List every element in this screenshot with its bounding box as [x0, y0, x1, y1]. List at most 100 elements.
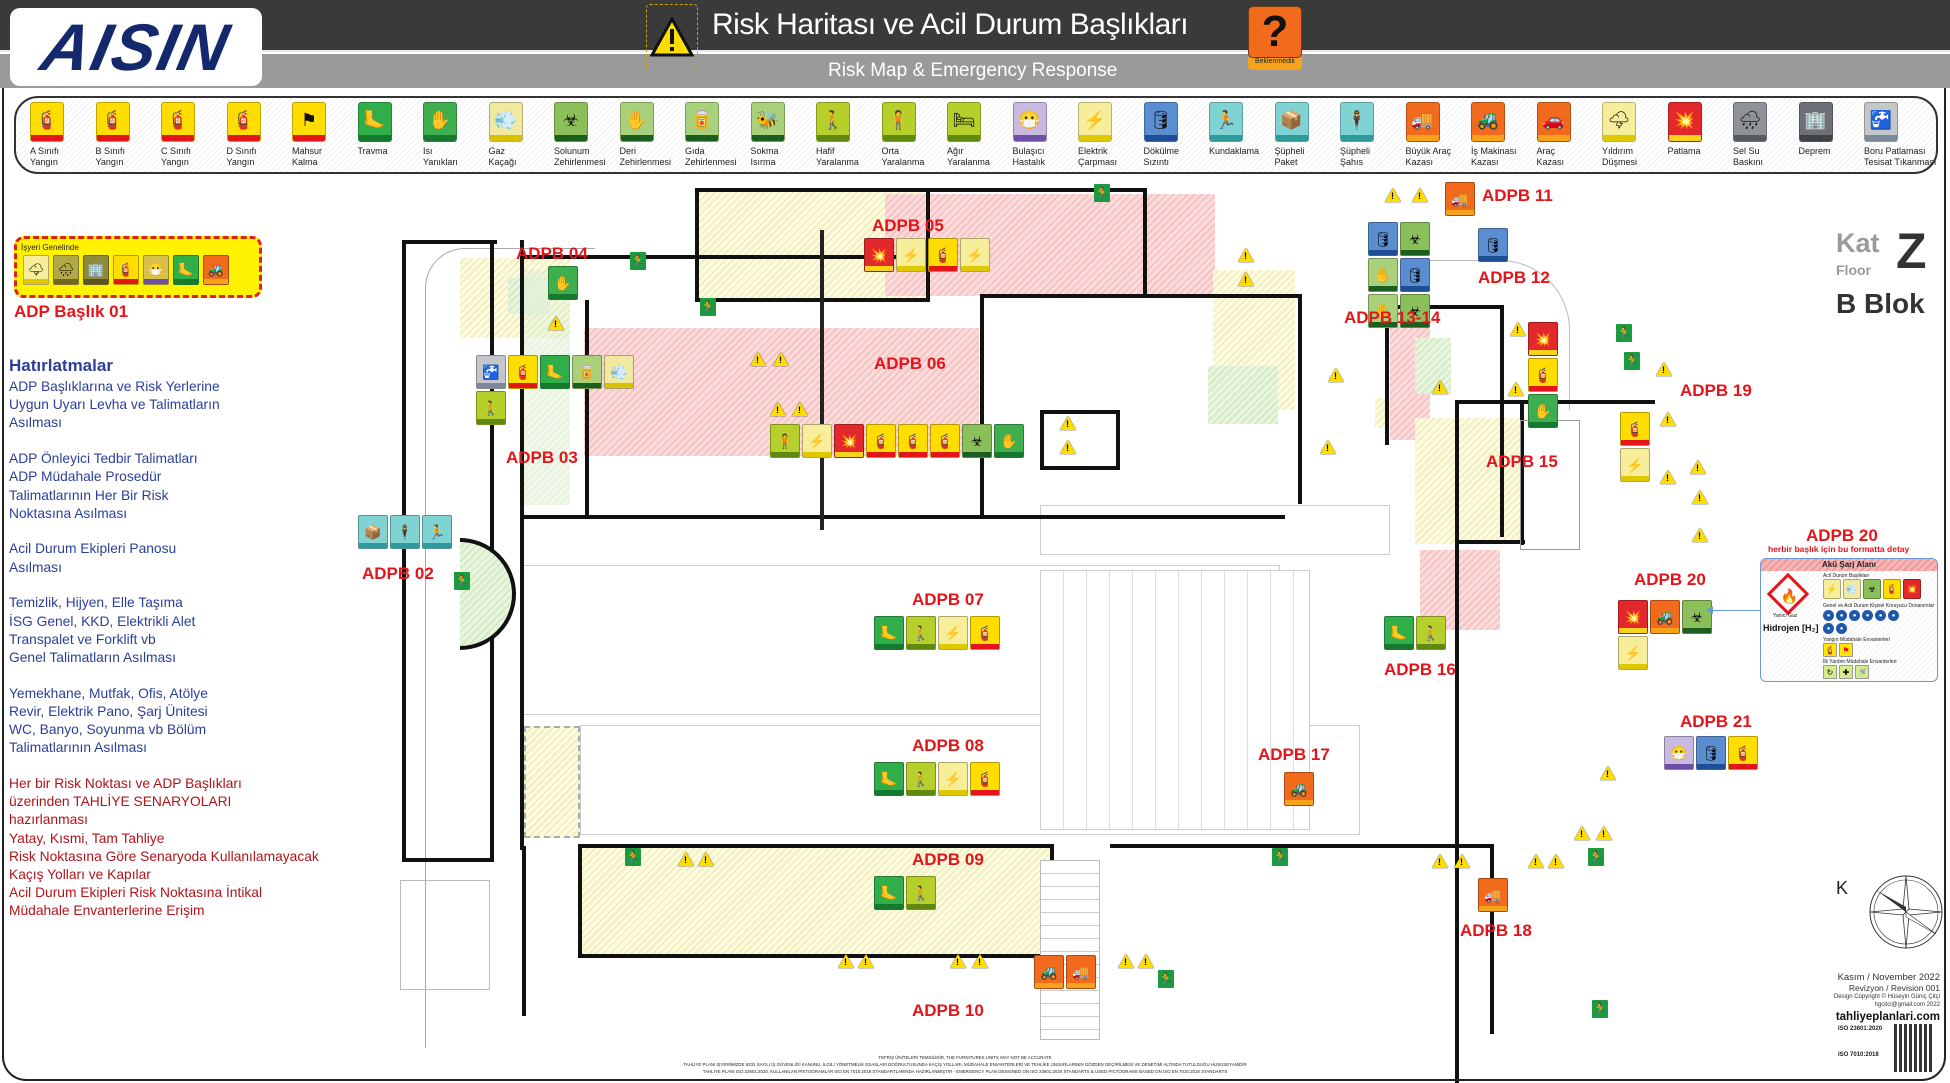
reminder-line: Risk Noktasına Göre Senaryoda Kullanılam… [9, 848, 319, 864]
right-room [1520, 420, 1580, 550]
wall [870, 188, 1145, 192]
explosion-icon: 💥 [1618, 600, 1648, 634]
large-vehicle-accident-icon: 🚚 [1478, 878, 1508, 912]
suspicious-person-icon: 🕴 [1340, 102, 1374, 142]
reminder-line: Acil Durum Ekipleri Risk Noktasına İntik… [9, 885, 263, 901]
warning-sign-icon [1510, 322, 1526, 336]
trauma-icon: 🦶 [173, 255, 199, 285]
bottom-note: TAHLİYE PLANI İŞYERİMİZDE 6331 SAYILI İŞ… [683, 1062, 1247, 1067]
warning-triangle-icon [646, 4, 698, 70]
heat-burn-icon: ✋ [548, 266, 578, 300]
block-label: B Blok [1836, 288, 1925, 319]
question-mark-icon: ? [1248, 6, 1302, 58]
large-vehicle-accident-icon: 🚚 [1405, 102, 1440, 142]
legend-item: 🏃Kundaklama [1209, 102, 1262, 172]
legend-label: B Sınıfı Yangın [95, 146, 126, 167]
ppe-icons: ●●●●●● [1823, 610, 1899, 621]
flammable-gas-icon: 🔥 [1766, 572, 1810, 616]
warning-sign-icon [1596, 826, 1612, 840]
arson-icon: 🏃 [422, 515, 452, 549]
fire-icon: 🧯 [1883, 579, 1901, 599]
adpb-sign-group: 🚜🚚 [1034, 955, 1102, 989]
fire-class-a-icon: 🧯 [30, 102, 64, 142]
legend-label: Sokma Isırma [750, 146, 779, 167]
legend-item: 🏢Deprem [1798, 102, 1852, 172]
reminder-line: Acil Durum Ekipleri Panosu [9, 541, 177, 557]
suspicious-package-icon: 📦 [1274, 102, 1309, 142]
reminder-line: Asılması [9, 415, 62, 431]
warning-sign-icon [1320, 440, 1336, 454]
legend-label: D Sınıfı Yangın [226, 146, 257, 167]
legend-label: Ağır Yaralanma [947, 146, 990, 167]
respiratory-poisoning-icon: ☣ [554, 102, 588, 142]
legend-item: 📦Şüpheli Paket [1274, 102, 1328, 172]
legend-label: Orta Yaralanma [881, 146, 925, 167]
explosion-icon: 💥 [864, 238, 894, 272]
legend-label: İş Makinası Kazası [1471, 146, 1517, 167]
warning-sign-icon [1454, 854, 1470, 868]
forklift-accident-icon: 🚜 [1034, 955, 1064, 989]
legend-label: Dökülme Sızıntı [1143, 146, 1180, 167]
fire-class-a-icon: 🧯 [866, 424, 896, 458]
minor-injury-icon: 🚶 [906, 762, 936, 796]
outdoor-area [400, 880, 490, 990]
large-vehicle-accident-icon: 🚚 [1066, 955, 1096, 989]
flood-icon: 🌧 [1733, 102, 1767, 142]
legend-item: 🚶Hafif Yaralanma [816, 102, 869, 172]
gas-leak-icon: 💨 [488, 102, 523, 142]
compass-north-label: K [1836, 878, 1849, 898]
emergency-exit-icon: 🏃 [1624, 352, 1640, 370]
legend-label: Gıda Zehirlenmesi [685, 146, 737, 167]
lightning-strike-icon: 🌩 [23, 255, 49, 285]
adpb-17-label: ADPB 17 [1258, 745, 1330, 764]
skin-poisoning-icon: ✋ [619, 102, 654, 142]
trauma-icon: 🦶 [1384, 616, 1414, 650]
ppe-icons-row2: ●● [1823, 623, 1847, 634]
company-logo: AISIN [10, 8, 262, 86]
adpb-sign-group: 🚚 [1478, 878, 1512, 912]
fire-extinguisher-icon: 🧯 [1823, 643, 1837, 657]
detail-note: herbir başlık için bu formatta detay [1768, 544, 1910, 554]
trauma-icon: 🦶 [357, 102, 392, 142]
footer-website[interactable]: tahliyeplanlari.com [1835, 1011, 1940, 1023]
adp01-title: İşyeri Genelinde [21, 243, 79, 252]
adpb-sign-group: 📦🕴🏃 [358, 515, 460, 549]
adp01-icon-row: 🌩🌧🏢🧯😷🦶🚜 [23, 255, 229, 285]
electric-shock-icon: ⚡ [938, 762, 968, 796]
adpb-13-14-label: ADPB 13-14 [1344, 308, 1441, 327]
adpb-sign-group: 😷🛢🧯 [1664, 736, 1766, 770]
adpb-sign-group: 🛢☣✋🛢✋☣ [1368, 222, 1436, 328]
qr-code[interactable] [1894, 1024, 1932, 1072]
wall [522, 846, 526, 1016]
minor-injury-icon: 🚶 [476, 391, 506, 425]
adpb-20-label: ADPB 20 [1634, 570, 1706, 589]
forklift-accident-icon: 🚜 [1650, 600, 1680, 634]
warning-sign-icon [1656, 362, 1672, 376]
warning-sign-icon [548, 316, 564, 330]
respiratory-poisoning-icon: ☣ [1400, 294, 1430, 328]
legend-item: 🧯B Sınıfı Yangın [95, 102, 149, 172]
reminder-line: Transpalet ve Forklift vb [9, 631, 156, 647]
adpb-09-label: ADPB 09 [912, 850, 984, 869]
logo-text: AISIN [35, 10, 237, 84]
ppe-icon: ● [1875, 610, 1886, 621]
adpb-sign-group: 💥🧯✋ [1528, 322, 1562, 428]
floor-word-label: Floor [1836, 262, 1871, 278]
warning-sign-icon [1692, 490, 1708, 504]
adpb-sign-group: 🚰🧯🦶🥫💨🚶 [476, 355, 646, 425]
reminder-line: Müdahale Envanterlerine Erişim [9, 903, 205, 919]
warning-sign-icon [1660, 412, 1676, 426]
adpb-15-label: ADPB 15 [1486, 452, 1558, 471]
trauma-icon: 🦶 [874, 762, 904, 796]
wall [578, 844, 1053, 848]
wall [402, 240, 497, 244]
wall [523, 255, 943, 259]
large-vehicle-accident-icon: 🚚 [1445, 182, 1475, 216]
warning-sign-icon [1432, 380, 1448, 394]
adpb-03-label: ADPB 03 [506, 448, 578, 467]
wall [402, 858, 494, 862]
food-poisoning-icon: 🥫 [572, 355, 602, 389]
legend-item: 🌩Yıldırım Düşmesi [1602, 102, 1655, 172]
